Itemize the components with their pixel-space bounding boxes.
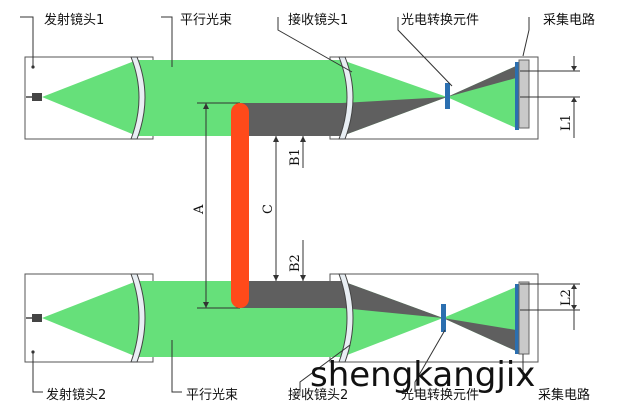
bottom-detector — [515, 284, 519, 354]
dim-b2-arrow — [300, 275, 306, 281]
dim-c-arrow-top — [273, 136, 279, 142]
label-top-emitter-lens: 发射镜头1 — [44, 12, 104, 28]
dim-c-arrow-bottom — [273, 275, 279, 281]
bottom-beam-leader — [171, 340, 182, 393]
label-bottom-emitter-lens: 发射镜头2 — [46, 387, 106, 403]
top-emitter-leader — [20, 16, 34, 67]
measured-object — [231, 103, 249, 308]
dim-b2-label: B2 — [288, 254, 303, 272]
bottom-converter-element — [441, 304, 446, 332]
measurement-zone: A C B1 B2 — [192, 102, 306, 309]
bottom-collector-board — [518, 281, 530, 355]
label-bottom-collector: 采集电路 — [538, 387, 590, 403]
label-top-converter: 光电转换元件 — [401, 13, 479, 28]
top-collector-leader — [522, 17, 530, 57]
bottom-emitter-cone — [42, 281, 137, 357]
label-bottom-parallel-beam: 平行光束 — [186, 388, 238, 403]
bottom-receiver-leader — [299, 344, 351, 392]
dim-l2-label: L2 — [559, 289, 574, 306]
bottom-emitter-leader — [32, 352, 43, 393]
top-emitter-cone — [42, 60, 137, 136]
label-bottom-converter: 光电转换元件 — [401, 388, 479, 403]
top-converter-leader — [397, 17, 453, 87]
dim-a-arrow-top — [203, 103, 209, 109]
bottom-shadow-projected — [443, 318, 516, 351]
top-receiver-leader — [277, 17, 353, 73]
bottom-emitter-lens — [130, 273, 146, 363]
label-bottom-receiver-lens: 接收镜头2 — [288, 387, 348, 403]
dim-a-label: A — [192, 204, 207, 215]
bottom-receiver-lens — [338, 273, 354, 363]
dim-b1-arrow — [300, 136, 306, 142]
bottom-light-source — [32, 314, 42, 322]
top-shadow-cone — [342, 97, 447, 136]
bottom-converter-leader — [414, 329, 446, 392]
top-l1-arrowhead-upper — [571, 66, 577, 71]
bottom-shadow-parallel — [240, 281, 342, 308]
label-top-parallel-beam: 平行光束 — [180, 13, 232, 28]
label-top-receiver-lens: 接收镜头1 — [288, 12, 348, 28]
top-converter-element — [445, 83, 450, 109]
dim-c-label: C — [261, 204, 276, 214]
bottom-system: L2 发射镜头2 平行光束 接收镜头2 光电转换元件 采集电路 — [24, 273, 590, 403]
bottom-l2-arrowhead-lower — [571, 305, 577, 310]
bottom-l2-arrowhead-upper — [571, 284, 577, 289]
dim-a-arrow-bottom — [203, 302, 209, 308]
top-l1-arrowhead-lower — [571, 97, 577, 102]
top-emitter-leader-dot — [31, 65, 35, 69]
label-top-collector: 采集电路 — [543, 12, 595, 28]
bottom-emitter-leader-dot — [31, 350, 35, 354]
top-light-source — [32, 93, 42, 101]
top-detector — [515, 62, 519, 130]
top-system: L1 发射镜头1 平行光束 接收镜头1 光电转换元件 采集电路 — [20, 12, 595, 140]
top-shadow-parallel — [240, 103, 342, 136]
top-beam-leader — [161, 16, 173, 67]
watermark-text: shengkangjix — [310, 355, 535, 395]
dim-b1-label: B1 — [288, 148, 303, 166]
top-shadow-projected — [447, 66, 516, 97]
top-collector-board — [518, 59, 530, 129]
top-emitter-lens — [130, 56, 146, 140]
bottom-shadow-cone — [342, 281, 443, 318]
dim-l1-label: L1 — [559, 114, 574, 131]
top-receiver-lens — [338, 56, 354, 140]
